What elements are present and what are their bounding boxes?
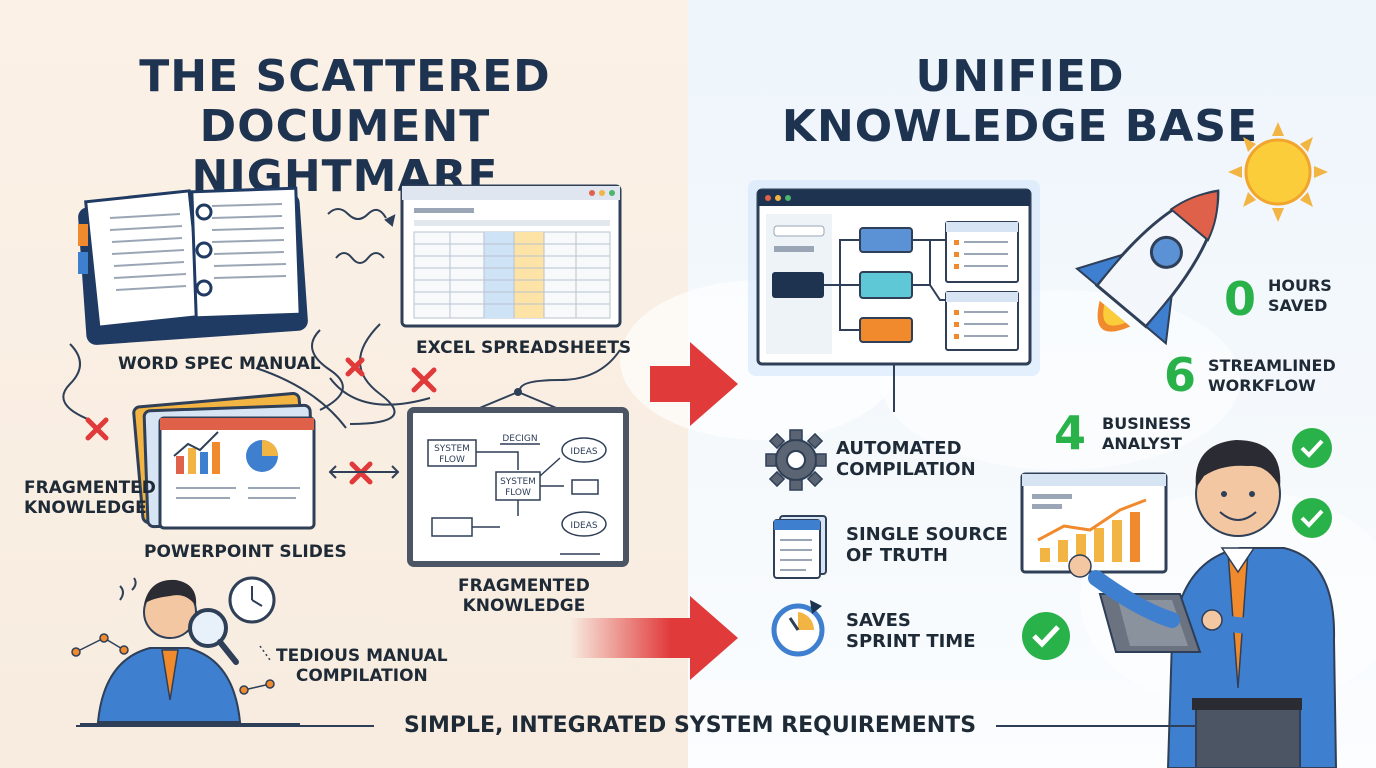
red-arrow-bottom (570, 596, 738, 680)
wb-system-flow-1: SYSTEM (434, 444, 470, 454)
feature-3-line2: SPRINT TIME (846, 631, 976, 652)
tedious-line2: COMPILATION (295, 666, 428, 686)
wb-design: DECIGN (502, 434, 537, 444)
stat-workflow-line1: STREAMLINED (1208, 356, 1336, 375)
happy-analyst-icon (1068, 440, 1338, 768)
red-arrow-top (650, 342, 738, 426)
fragmented-right-line1: FRAGMENTED (458, 576, 590, 596)
fragmented-left-line2: KNOWLEDGE (24, 498, 147, 518)
fragmented-right-line2: KNOWLEDGE (462, 596, 586, 616)
stat-hours-line2: SAVED (1268, 296, 1328, 315)
wb-ideas-top: IDEAS (570, 447, 597, 457)
wb-center-1: SYSTEM (500, 477, 536, 487)
stat-analyst-number: 4 (1054, 406, 1087, 460)
wb-center-2: FLOW (505, 488, 531, 498)
fragmented-knowledge-left: FRAGMENTED KNOWLEDGE (24, 478, 156, 518)
gear-icon (765, 429, 827, 491)
feature-automated-compilation: AUTOMATED COMPILATION (836, 438, 976, 480)
sun-icon (1228, 122, 1328, 222)
word-manual-icon (78, 186, 308, 345)
rocket-icon (1074, 189, 1220, 346)
fragmented-left-line1: FRAGMENTED (24, 478, 156, 498)
powerpoint-label: POWERPOINT SLIDES (144, 542, 347, 562)
check-icons (1022, 428, 1332, 660)
stat-workflow-number: 6 (1164, 348, 1197, 402)
feature-1-line1: AUTOMATED (836, 438, 962, 459)
stat-hours-number: 0 (1224, 272, 1257, 326)
stressed-person-icon (71, 576, 300, 725)
stat-hours-label: HOURS SAVED (1268, 276, 1332, 316)
stat-workflow-label: STREAMLINED WORKFLOW (1208, 356, 1336, 396)
feature-saves-sprint-time: SAVES SPRINT TIME (846, 610, 976, 652)
feature-single-source: SINGLE SOURCE OF TRUTH (846, 524, 1008, 566)
stat-analyst-label: BUSINESS ANALYST (1102, 414, 1191, 454)
stat-workflow-line2: WORKFLOW (1208, 376, 1316, 395)
wb-ideas-bottom: IDEAS (570, 521, 597, 531)
word-manual-label: WORD SPEC MANUAL (118, 354, 321, 374)
feature-2-line1: SINGLE SOURCE (846, 524, 1008, 545)
stat-analyst-line2: ANALYST (1102, 434, 1182, 453)
whiteboard-icon: SYSTEM FLOW DECIGN IDEAS SYSTEM FLOW IDE… (407, 388, 629, 567)
squiggle-arrows (62, 208, 621, 429)
stat-hours-line1: HOURS (1268, 276, 1332, 295)
analytics-screen-icon (1020, 472, 1168, 574)
feature-2-line2: OF TRUTH (846, 545, 948, 566)
right-title-line1: UNIFIED (915, 51, 1125, 102)
right-title: UNIFIED KNOWLEDGE BASE (740, 52, 1300, 152)
left-title-line1: THE SCATTERED (139, 51, 551, 102)
excel-spreadsheet-icon (400, 184, 622, 328)
knowledge-base-window-icon (748, 180, 1040, 412)
wb-system-flow-2: FLOW (439, 455, 465, 465)
fragmented-knowledge-right: FRAGMENTED KNOWLEDGE (458, 576, 590, 616)
right-title-line2: KNOWLEDGE BASE (781, 101, 1259, 152)
tedious-compilation-label: TEDIOUS MANUAL COMPILATION (276, 646, 448, 686)
document-icon (773, 515, 827, 579)
excel-label: EXCEL SPREADSHEETS (416, 338, 632, 358)
double-arrow (328, 465, 400, 479)
footer-caption: SIMPLE, INTEGRATED SYSTEM REQUIREMENTS (403, 713, 977, 738)
timer-icon (771, 600, 825, 657)
feature-3-line1: SAVES (846, 610, 911, 631)
stat-analyst-line1: BUSINESS (1102, 414, 1192, 433)
powerpoint-slides-icon (132, 391, 316, 530)
tedious-line1: TEDIOUS MANUAL (276, 646, 448, 666)
feature-1-line2: COMPILATION (836, 459, 976, 480)
